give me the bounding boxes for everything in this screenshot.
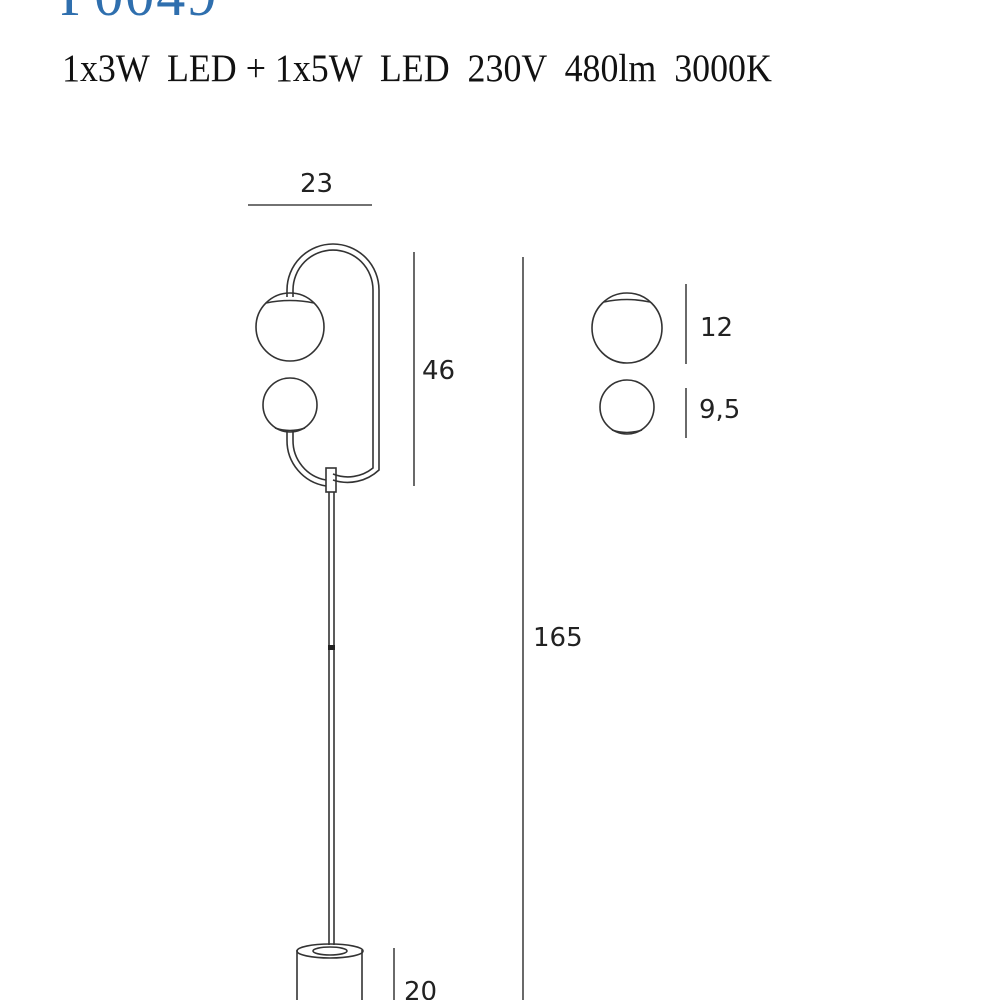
base <box>296 943 364 1000</box>
connector <box>325 467 337 493</box>
large-globe <box>255 292 325 362</box>
large-globe-label: 12 <box>700 313 733 343</box>
small-globe-detail <box>599 379 655 435</box>
product-code: P0049 <box>60 0 218 29</box>
head-height-label: 46 <box>422 356 455 386</box>
large-globe-detail <box>591 292 663 364</box>
width-label: 23 <box>300 169 333 199</box>
total-height-label: 165 <box>533 623 583 653</box>
pole-joint <box>328 645 335 650</box>
frame <box>286 243 380 487</box>
small-globe <box>262 377 318 433</box>
small-globe-label: 9,5 <box>699 395 740 425</box>
base-height-label: 20 <box>404 977 437 1000</box>
spec-line: 1x3W LED + 1x5W LED 230V 480lm 3000K <box>62 47 772 90</box>
